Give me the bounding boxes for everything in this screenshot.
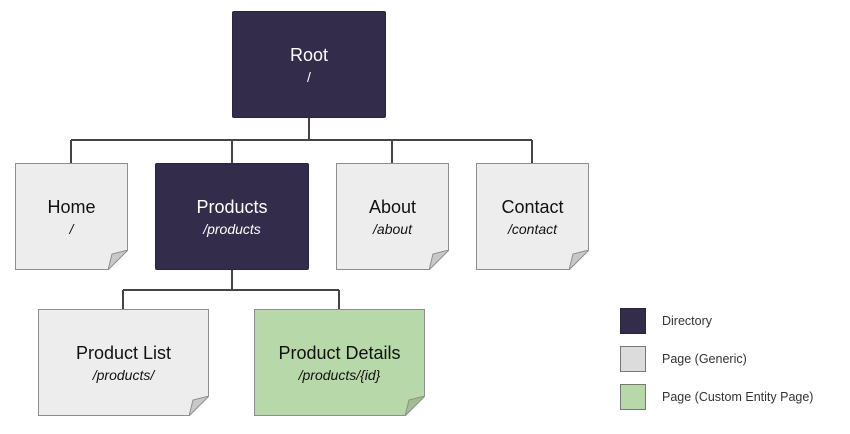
legend-item-directory: Directory xyxy=(620,308,712,334)
page-fold-icon xyxy=(108,250,128,270)
node-root: Root / xyxy=(232,11,386,118)
node-about-path: /about xyxy=(373,220,412,237)
node-product-list: Product List /products/ xyxy=(38,309,209,416)
node-product-list-title: Product List xyxy=(75,342,172,363)
legend-swatch-page-custom xyxy=(620,384,646,410)
node-product-details-title: Product Details xyxy=(278,342,401,363)
node-products: Products /products xyxy=(155,163,309,270)
node-home-path: / xyxy=(69,220,74,237)
node-home-title: Home xyxy=(47,196,96,217)
node-about: About /about xyxy=(336,163,449,270)
node-about-title: About xyxy=(368,196,417,217)
node-product-list-path: /products/ xyxy=(92,366,155,383)
page-fold-icon xyxy=(429,250,449,270)
legend-item-page-generic: Page (Generic) xyxy=(620,346,747,372)
legend-swatch-directory xyxy=(620,308,646,334)
node-contact-path: /contact xyxy=(507,220,558,237)
node-product-details-path: /products/{id} xyxy=(298,366,381,383)
node-home: Home / xyxy=(15,163,128,270)
node-product-details: Product Details /products/{id} xyxy=(254,309,425,416)
connector-products-to-children xyxy=(122,270,340,309)
node-root-title: Root xyxy=(289,44,329,65)
legend-label-page-generic: Page (Generic) xyxy=(662,352,747,366)
node-contact-title: Contact xyxy=(501,196,564,217)
node-root-path: / xyxy=(307,68,311,85)
connector-root-to-children xyxy=(70,118,533,163)
node-products-path: /products xyxy=(203,220,261,237)
page-fold-icon xyxy=(189,396,209,416)
legend-item-page-custom: Page (Custom Entity Page) xyxy=(620,384,813,410)
node-contact: Contact /contact xyxy=(476,163,589,270)
legend-label-page-custom: Page (Custom Entity Page) xyxy=(662,390,814,404)
node-products-title: Products xyxy=(196,196,268,217)
page-fold-icon xyxy=(405,396,425,416)
legend-label-directory: Directory xyxy=(662,314,713,328)
legend-swatch-page-generic xyxy=(620,346,646,372)
page-fold-icon xyxy=(569,250,589,270)
